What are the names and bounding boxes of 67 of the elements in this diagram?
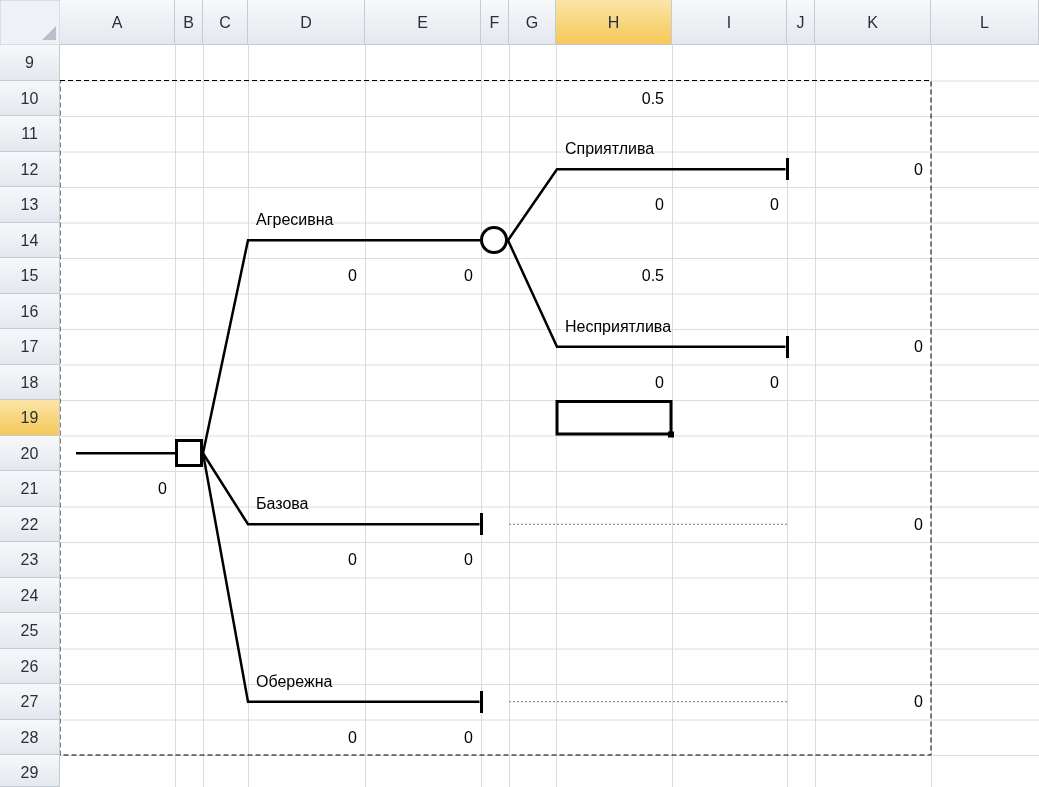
row-number: 13 <box>0 187 60 223</box>
row-number: 11 <box>0 116 60 152</box>
column-header: E <box>365 0 481 45</box>
branch-label: Базова <box>256 494 309 515</box>
row-number: 20 <box>0 435 60 471</box>
branch-line <box>506 168 786 241</box>
cell-value: 0 <box>463 550 474 570</box>
cell-value: 0 <box>913 159 924 180</box>
column-header: J <box>787 0 815 45</box>
terminal-node <box>479 513 483 536</box>
row-number: 28 <box>0 719 60 755</box>
cell-value: 0.5 <box>640 88 665 109</box>
branch-line <box>201 453 480 703</box>
column-header: G <box>509 0 556 45</box>
cell-value: 0 <box>769 195 780 215</box>
cell-value: 0 <box>913 514 924 535</box>
terminal-node <box>785 158 789 181</box>
row-number: 21 <box>0 471 60 507</box>
column-header: B <box>175 0 203 45</box>
decision-node <box>175 439 203 468</box>
row-number: 18 <box>0 364 60 400</box>
branch-line <box>201 452 480 526</box>
branch-line <box>506 239 786 348</box>
cell-value: 0 <box>463 727 474 748</box>
row-number: 14 <box>0 222 60 258</box>
row-number: 24 <box>0 577 60 613</box>
row-number: 15 <box>0 258 60 294</box>
column-header: L <box>931 0 1039 45</box>
row-number: 12 <box>0 151 60 187</box>
cell-value: 0 <box>347 550 358 570</box>
row-number: 27 <box>0 684 60 720</box>
row-number: 29 <box>0 755 60 787</box>
cell-value: 0 <box>347 266 358 286</box>
row-number: 10 <box>0 80 60 116</box>
column-header: C <box>203 0 248 45</box>
branch-label: Агресивна <box>256 210 334 231</box>
cell-value: 0.5 <box>640 266 665 286</box>
column-header: A <box>60 0 175 45</box>
row-number: 23 <box>0 542 60 578</box>
column-header: H <box>556 0 672 45</box>
branch-label: Обережна <box>256 671 333 692</box>
column-header: F <box>481 0 509 45</box>
row-number: 25 <box>0 613 60 649</box>
row-number: 17 <box>0 329 60 365</box>
branch-label: Сприятлива <box>565 139 655 160</box>
column-header: I <box>672 0 787 45</box>
terminal-node <box>479 690 483 713</box>
terminal-node <box>785 335 789 358</box>
cell-value: 0 <box>347 727 358 748</box>
cell-value: 0 <box>157 479 168 499</box>
chance-node <box>480 226 508 255</box>
row-number: 26 <box>0 648 60 684</box>
row-number: 22 <box>0 506 60 542</box>
cell-value: 0 <box>913 692 924 712</box>
branch-line <box>76 452 175 455</box>
row-number: 9 <box>0 45 60 81</box>
cell-value: 0 <box>913 337 924 357</box>
cell-value: 0 <box>463 266 474 286</box>
row-number: 16 <box>0 293 60 329</box>
cell-value: 0 <box>769 372 780 393</box>
cell-value: 0 <box>654 372 665 393</box>
column-header: K <box>815 0 931 45</box>
column-header: D <box>248 0 365 45</box>
branch-label: Несприятлива <box>565 316 672 337</box>
branch-line <box>201 239 480 454</box>
cell-value: 0 <box>654 195 665 215</box>
row-number: 19 <box>0 400 60 436</box>
